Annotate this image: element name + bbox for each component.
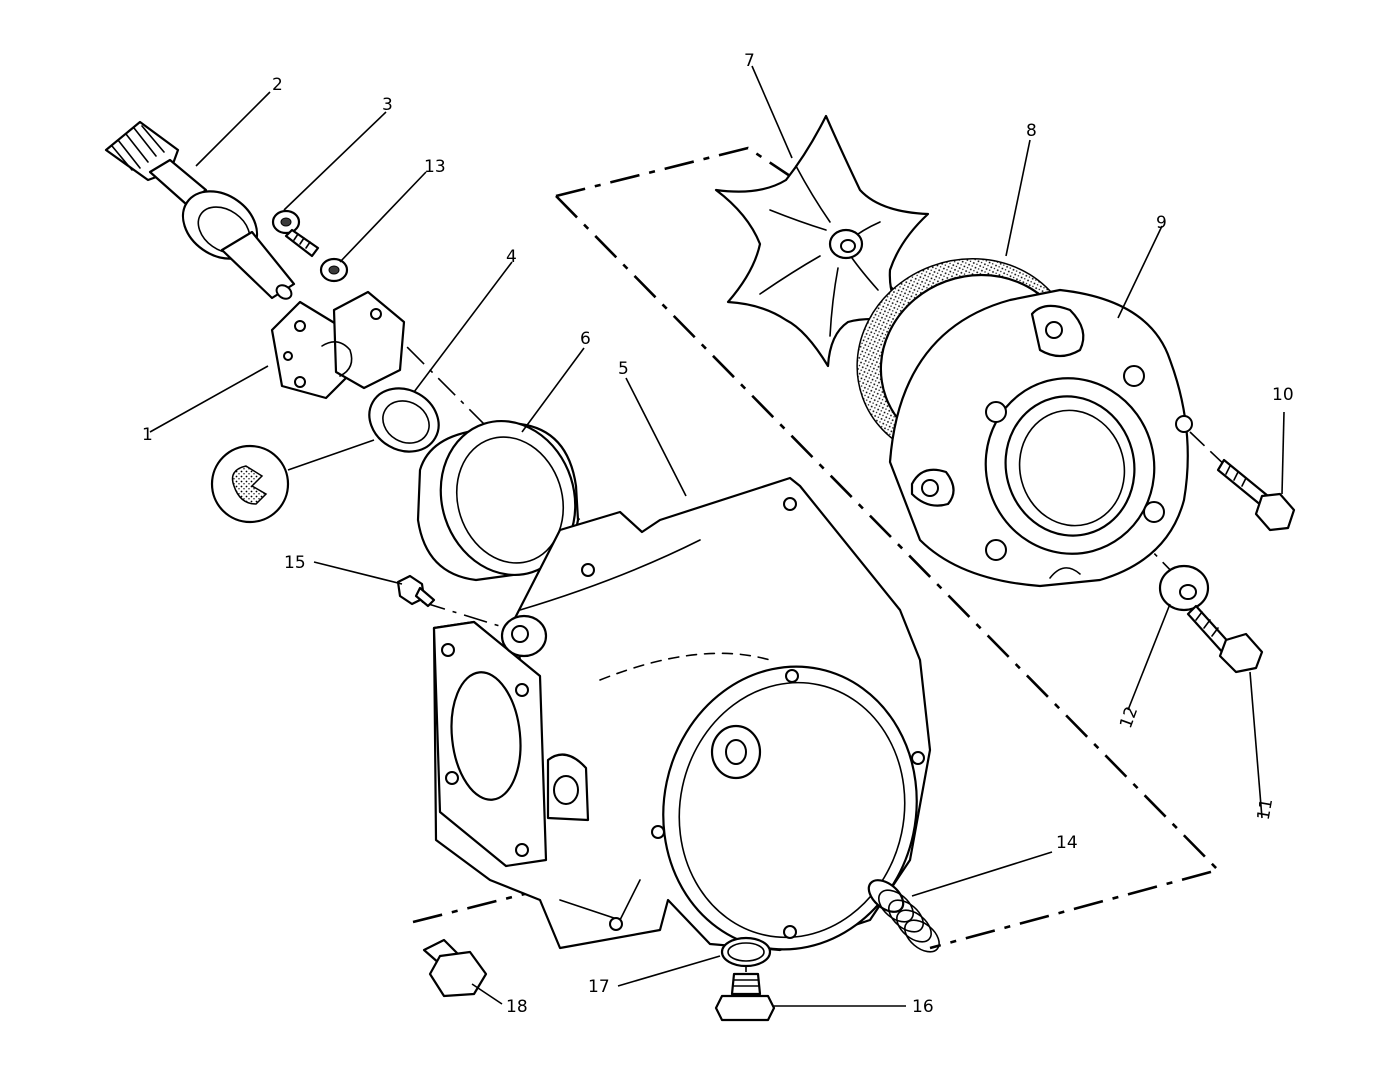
seal-detail-callout: [210, 439, 375, 524]
callout-1: 1: [142, 425, 153, 445]
bolt-part-10: [1216, 458, 1296, 532]
callout-8: 8: [1026, 121, 1037, 141]
callout-16: 16: [912, 997, 934, 1017]
pump-body-part-5: [432, 476, 932, 952]
callout-15: 15: [284, 553, 306, 573]
callout-17: 17: [588, 977, 610, 997]
plug-part-18: [422, 938, 488, 998]
drain-plug-part-16: [714, 972, 776, 1022]
callout-4: 4: [506, 247, 517, 267]
callout-2: 2: [272, 75, 283, 95]
plug-part-15: [396, 574, 436, 608]
leader-lines: [149, 65, 1285, 1007]
shaft-part-2: [104, 120, 296, 300]
callout-3: 3: [382, 95, 393, 115]
callout-6: 6: [580, 329, 591, 349]
callout-7: 7: [744, 51, 755, 71]
callout-10: 10: [1272, 385, 1294, 405]
callout-14: 14: [1056, 833, 1078, 853]
o-ring-part-17: [720, 936, 772, 968]
coupling-part-1: [270, 290, 406, 400]
cap-screw-part-3: [271, 209, 320, 258]
callout-labels: 1 2 3 13 4 6 5 7 8 9 10 12 11 14 15 16 1…: [142, 51, 1294, 1017]
callout-11: 11: [1254, 797, 1277, 822]
callout-18: 18: [506, 997, 528, 1017]
washer-part-13: [319, 257, 349, 283]
cover-part-9: [888, 288, 1193, 588]
washer-part-12: [1158, 564, 1210, 612]
spring-part-14: [867, 879, 940, 953]
bearing-sleeve-part-6: [416, 419, 580, 582]
callout-13: 13: [424, 157, 446, 177]
seal-ring-part-4: [368, 387, 440, 453]
callout-12: 12: [1116, 704, 1142, 731]
callout-9: 9: [1156, 213, 1167, 233]
bolt-part-11: [1186, 604, 1264, 674]
callout-5: 5: [618, 359, 629, 379]
